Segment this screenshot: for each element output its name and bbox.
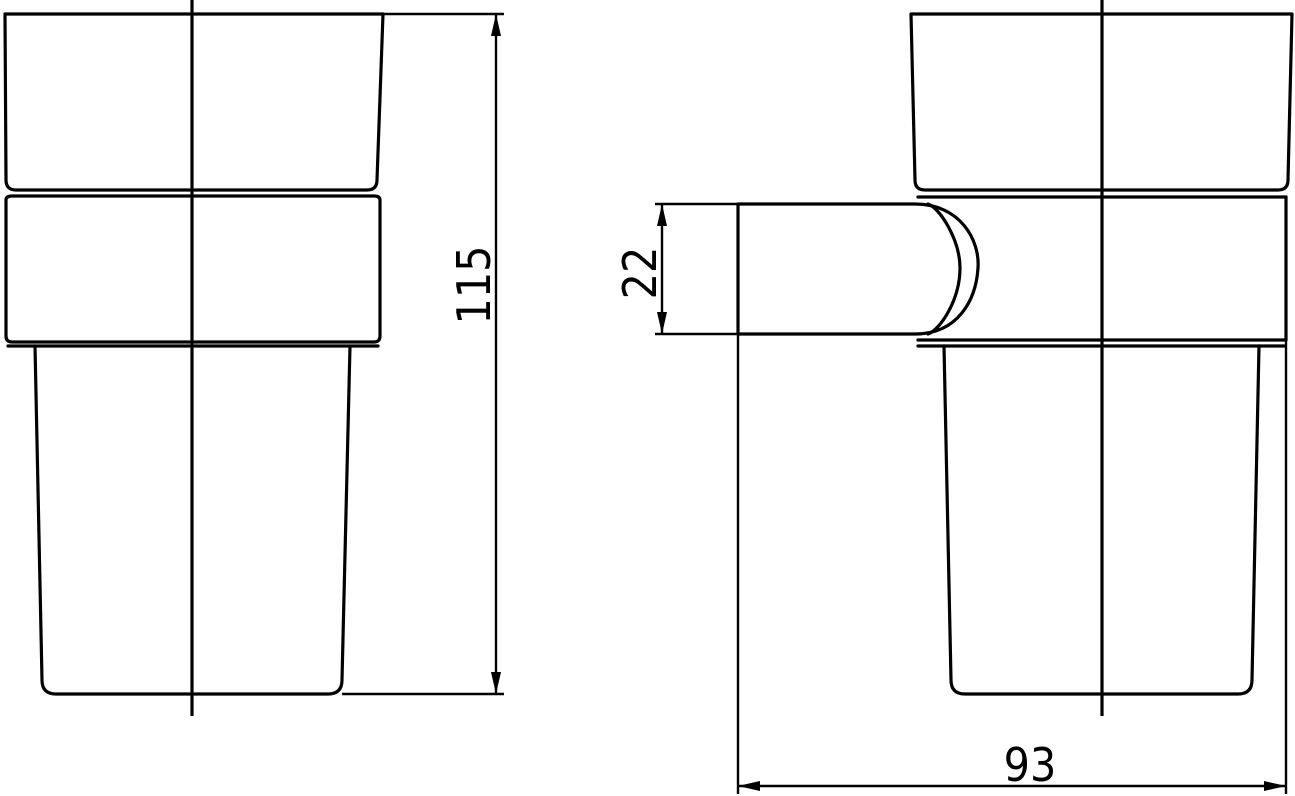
height-dim-label: 115 bbox=[447, 246, 501, 325]
depth-arrow-right bbox=[1264, 781, 1286, 791]
front-view bbox=[3, 0, 385, 716]
side-view bbox=[736, 0, 1294, 716]
depth-dimension: 93 bbox=[736, 334, 1288, 794]
bracket-arrow-top bbox=[657, 204, 667, 226]
depth-arrow-left bbox=[738, 781, 760, 791]
side-glass-top bbox=[909, 12, 1294, 192]
bracket-dim-label: 22 bbox=[613, 247, 667, 300]
side-bracket-arm bbox=[736, 202, 980, 336]
depth-dim-label: 93 bbox=[1004, 738, 1057, 792]
height-dimension: 115 bbox=[342, 12, 504, 696]
height-arrow-bottom bbox=[491, 672, 501, 694]
front-holder-ring bbox=[4, 194, 382, 344]
bracket-height-dimension: 22 bbox=[613, 202, 738, 336]
bracket-arrow-bottom bbox=[657, 312, 667, 334]
front-glass-top bbox=[3, 12, 385, 192]
height-arrow-top bbox=[491, 14, 501, 36]
side-bracket-inner-edge bbox=[926, 202, 962, 336]
